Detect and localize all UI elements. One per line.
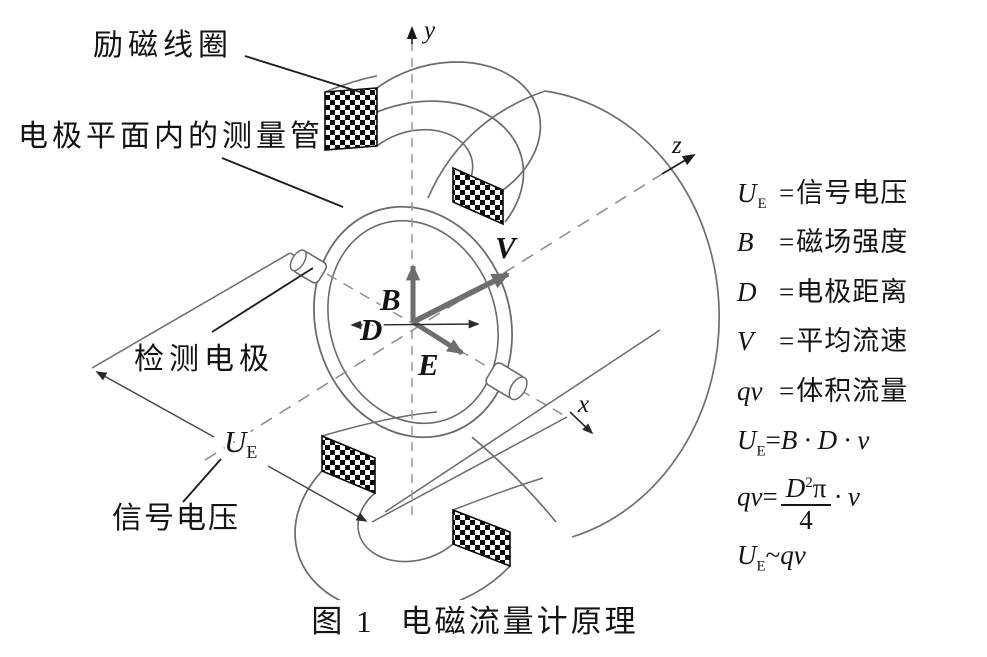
legend-text: 体积流量: [796, 375, 909, 406]
legend-def-d: D=电极距离: [737, 273, 987, 322]
dimension-d-label: D: [359, 312, 382, 347]
axis-x-label: x: [577, 391, 589, 418]
coil-winding-face-top-left: [324, 87, 378, 151]
legend-formula-proportional: UE~qv: [737, 540, 806, 575]
label-measuring-tube: 电极平面内的测量管: [18, 120, 324, 153]
legend-def-v: V=平均流速: [737, 322, 987, 371]
legend-def-qv: qv=体积流量: [737, 372, 987, 421]
leader-measuring-tube: [221, 157, 344, 208]
caption-title: 电磁流量计原理: [400, 604, 639, 639]
ue-sub: E: [246, 442, 257, 462]
legend-text: 电极距离: [796, 276, 909, 307]
legend-def-b: B=磁场强度: [737, 223, 987, 272]
dimension-d: [350, 319, 480, 330]
vector-v-label: V: [495, 230, 518, 265]
legend-text: 信号电压: [796, 178, 909, 208]
legend-var: D: [737, 276, 757, 307]
vector-e-label: E: [417, 347, 439, 382]
vector-v: [411, 271, 510, 325]
excitation-coil-top: [324, 61, 542, 226]
axis-z: [204, 154, 696, 461]
figure-caption: 图 1 电磁流量计原理: [0, 596, 950, 641]
axis-z-label: z: [671, 132, 682, 159]
coil-winding-face-top-right: [452, 166, 504, 226]
label-detection-electrode: 检测电极: [134, 343, 274, 376]
signal-voltage-dimension: [95, 371, 368, 522]
electrode-plane: [91, 252, 661, 523]
axis-x: [569, 411, 594, 435]
label-signal-voltage: 信号电压: [112, 502, 240, 535]
flowmeter-diagram: 励磁线圈 电极平面内的测量管 检测电极 信号电压 y z x B D E V U…: [18, 17, 721, 600]
leader-excitation-coil: [244, 55, 361, 93]
caption-number: 图 1: [311, 604, 375, 639]
electrode-right: [485, 362, 528, 401]
coil-winding-face-bottom-left: [321, 434, 376, 495]
leader-detection-electrode: [211, 267, 314, 333]
legend-text: 磁场强度: [796, 227, 909, 258]
legend-var: qv: [737, 375, 763, 406]
legend-def-ue: UE=信号电压: [737, 174, 987, 223]
vector-b-label: B: [379, 282, 401, 317]
legend: UE=信号电压 B=磁场强度 D=电极距离 V=平均流速 qv=体积流量 UE=…: [737, 174, 987, 585]
label-excitation-coil: 励磁线圈: [93, 29, 233, 62]
legend-var: UE: [737, 178, 767, 213]
axis-y-label: y: [421, 17, 436, 44]
measuring-tube-body: [427, 90, 721, 538]
excitation-coil-bottom: [294, 411, 544, 600]
coil-winding-face-bottom-right: [452, 508, 511, 568]
leader-lines: [182, 55, 361, 503]
legend-var: B: [737, 227, 754, 258]
legend-text: 平均流速: [796, 326, 909, 357]
legend-formula-ue: UE=B · D · v: [737, 424, 870, 460]
leader-signal-voltage: [182, 458, 222, 503]
ue-base: U: [224, 424, 249, 459]
legend-var: V: [737, 326, 754, 357]
